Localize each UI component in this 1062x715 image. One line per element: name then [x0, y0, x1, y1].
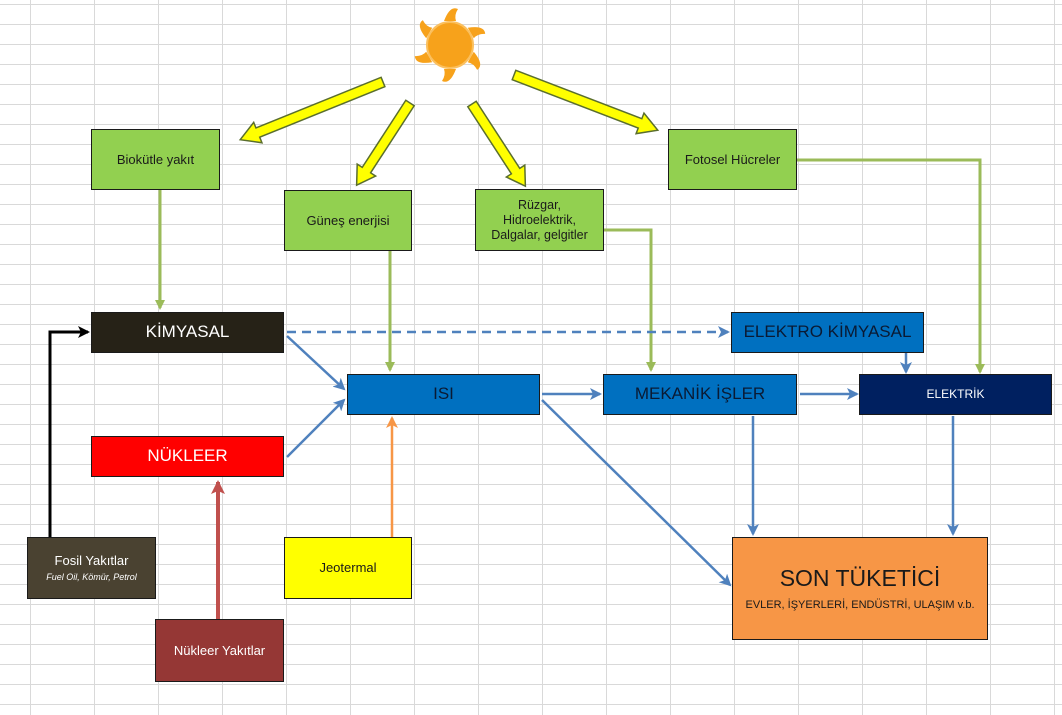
node-jeotermal: Jeotermal: [284, 537, 412, 599]
node-nukleer-yakitlar: Nükleer Yakıtlar: [155, 619, 284, 682]
node-elektro-kimyasal-label: ELEKTRO KİMYASAL: [743, 322, 912, 342]
node-mekanik: MEKANİK İŞLER: [603, 374, 797, 415]
node-biokutle-label: Biokütle yakıt: [116, 151, 195, 167]
node-elektrik-label: ELEKTRİK: [926, 387, 985, 402]
sun-icon: [414, 8, 486, 82]
node-biokutle: Biokütle yakıt: [91, 129, 220, 190]
node-nukleer-label: NÜKLEER: [147, 446, 228, 466]
node-elektro-kimyasal: ELEKTRO KİMYASAL: [731, 312, 924, 353]
node-mekanik-label: MEKANİK İŞLER: [634, 384, 766, 404]
sun-arrow-ruzgar: [466, 100, 527, 188]
node-jeotermal-label: Jeotermal: [319, 560, 377, 576]
node-isi-label: ISI: [433, 384, 454, 404]
node-fosil-yakitlar-subtitle: Fuel Oil, Kömür, Petrol: [46, 571, 137, 582]
node-gunes-enerjisi-label: Güneş enerjisi: [306, 212, 390, 228]
arrow-nukleer-isi: [286, 398, 346, 458]
node-ruzgar-line3: Dalgalar, gelgitler: [491, 227, 588, 242]
arrow-fotosel-elektrik: [797, 158, 985, 374]
node-kimyasal: KİMYASAL: [91, 312, 284, 353]
node-kimyasal-label: KİMYASAL: [145, 322, 230, 342]
node-ruzgar-line1: Rüzgar,: [517, 197, 562, 212]
node-fosil-yakitlar-title: Fosil Yakıtlar: [54, 553, 129, 569]
node-ruzgar: Rüzgar, Hidroelektrik, Dalgalar, gelgitl…: [475, 189, 604, 251]
arrow-kimyasal-isi: [286, 335, 346, 391]
node-elektrik: ELEKTRİK: [859, 374, 1052, 415]
node-fotosel: Fotosel Hücreler: [668, 129, 797, 190]
sun-arrows: [238, 69, 660, 188]
node-ruzgar-line2: Hidroelektrik,: [503, 212, 576, 227]
node-nukleer: NÜKLEER: [91, 436, 284, 477]
node-son-tuketici: SON TÜKETİCİ EVLER, İŞYERLERİ, ENDÜSTRİ,…: [732, 537, 988, 640]
node-son-tuketici-title: SON TÜKETİCİ: [779, 565, 941, 592]
sun-arrow-biokutle: [238, 76, 386, 144]
arrow-ruzgar-mekanik: [604, 228, 656, 372]
node-son-tuketici-subtitle: EVLER, İŞYERLERİ, ENDÜSTRİ, ULAŞIM v.b.: [745, 598, 975, 611]
node-gunes-enerjisi: Güneş enerjisi: [284, 190, 412, 251]
node-fosil-yakitlar: Fosil Yakıtlar Fuel Oil, Kömür, Petrol: [27, 537, 156, 599]
arrow-fosil-kimyasal: [48, 326, 90, 537]
node-fotosel-label: Fotosel Hücreler: [684, 151, 781, 167]
sun-arrow-fotosel: [511, 69, 660, 135]
sun-arrow-gunes: [355, 99, 416, 187]
arrow-isi-sontuketici: [541, 399, 732, 587]
node-isi: ISI: [347, 374, 540, 415]
node-nukleer-yakitlar-label: Nükleer Yakıtlar: [173, 642, 266, 658]
